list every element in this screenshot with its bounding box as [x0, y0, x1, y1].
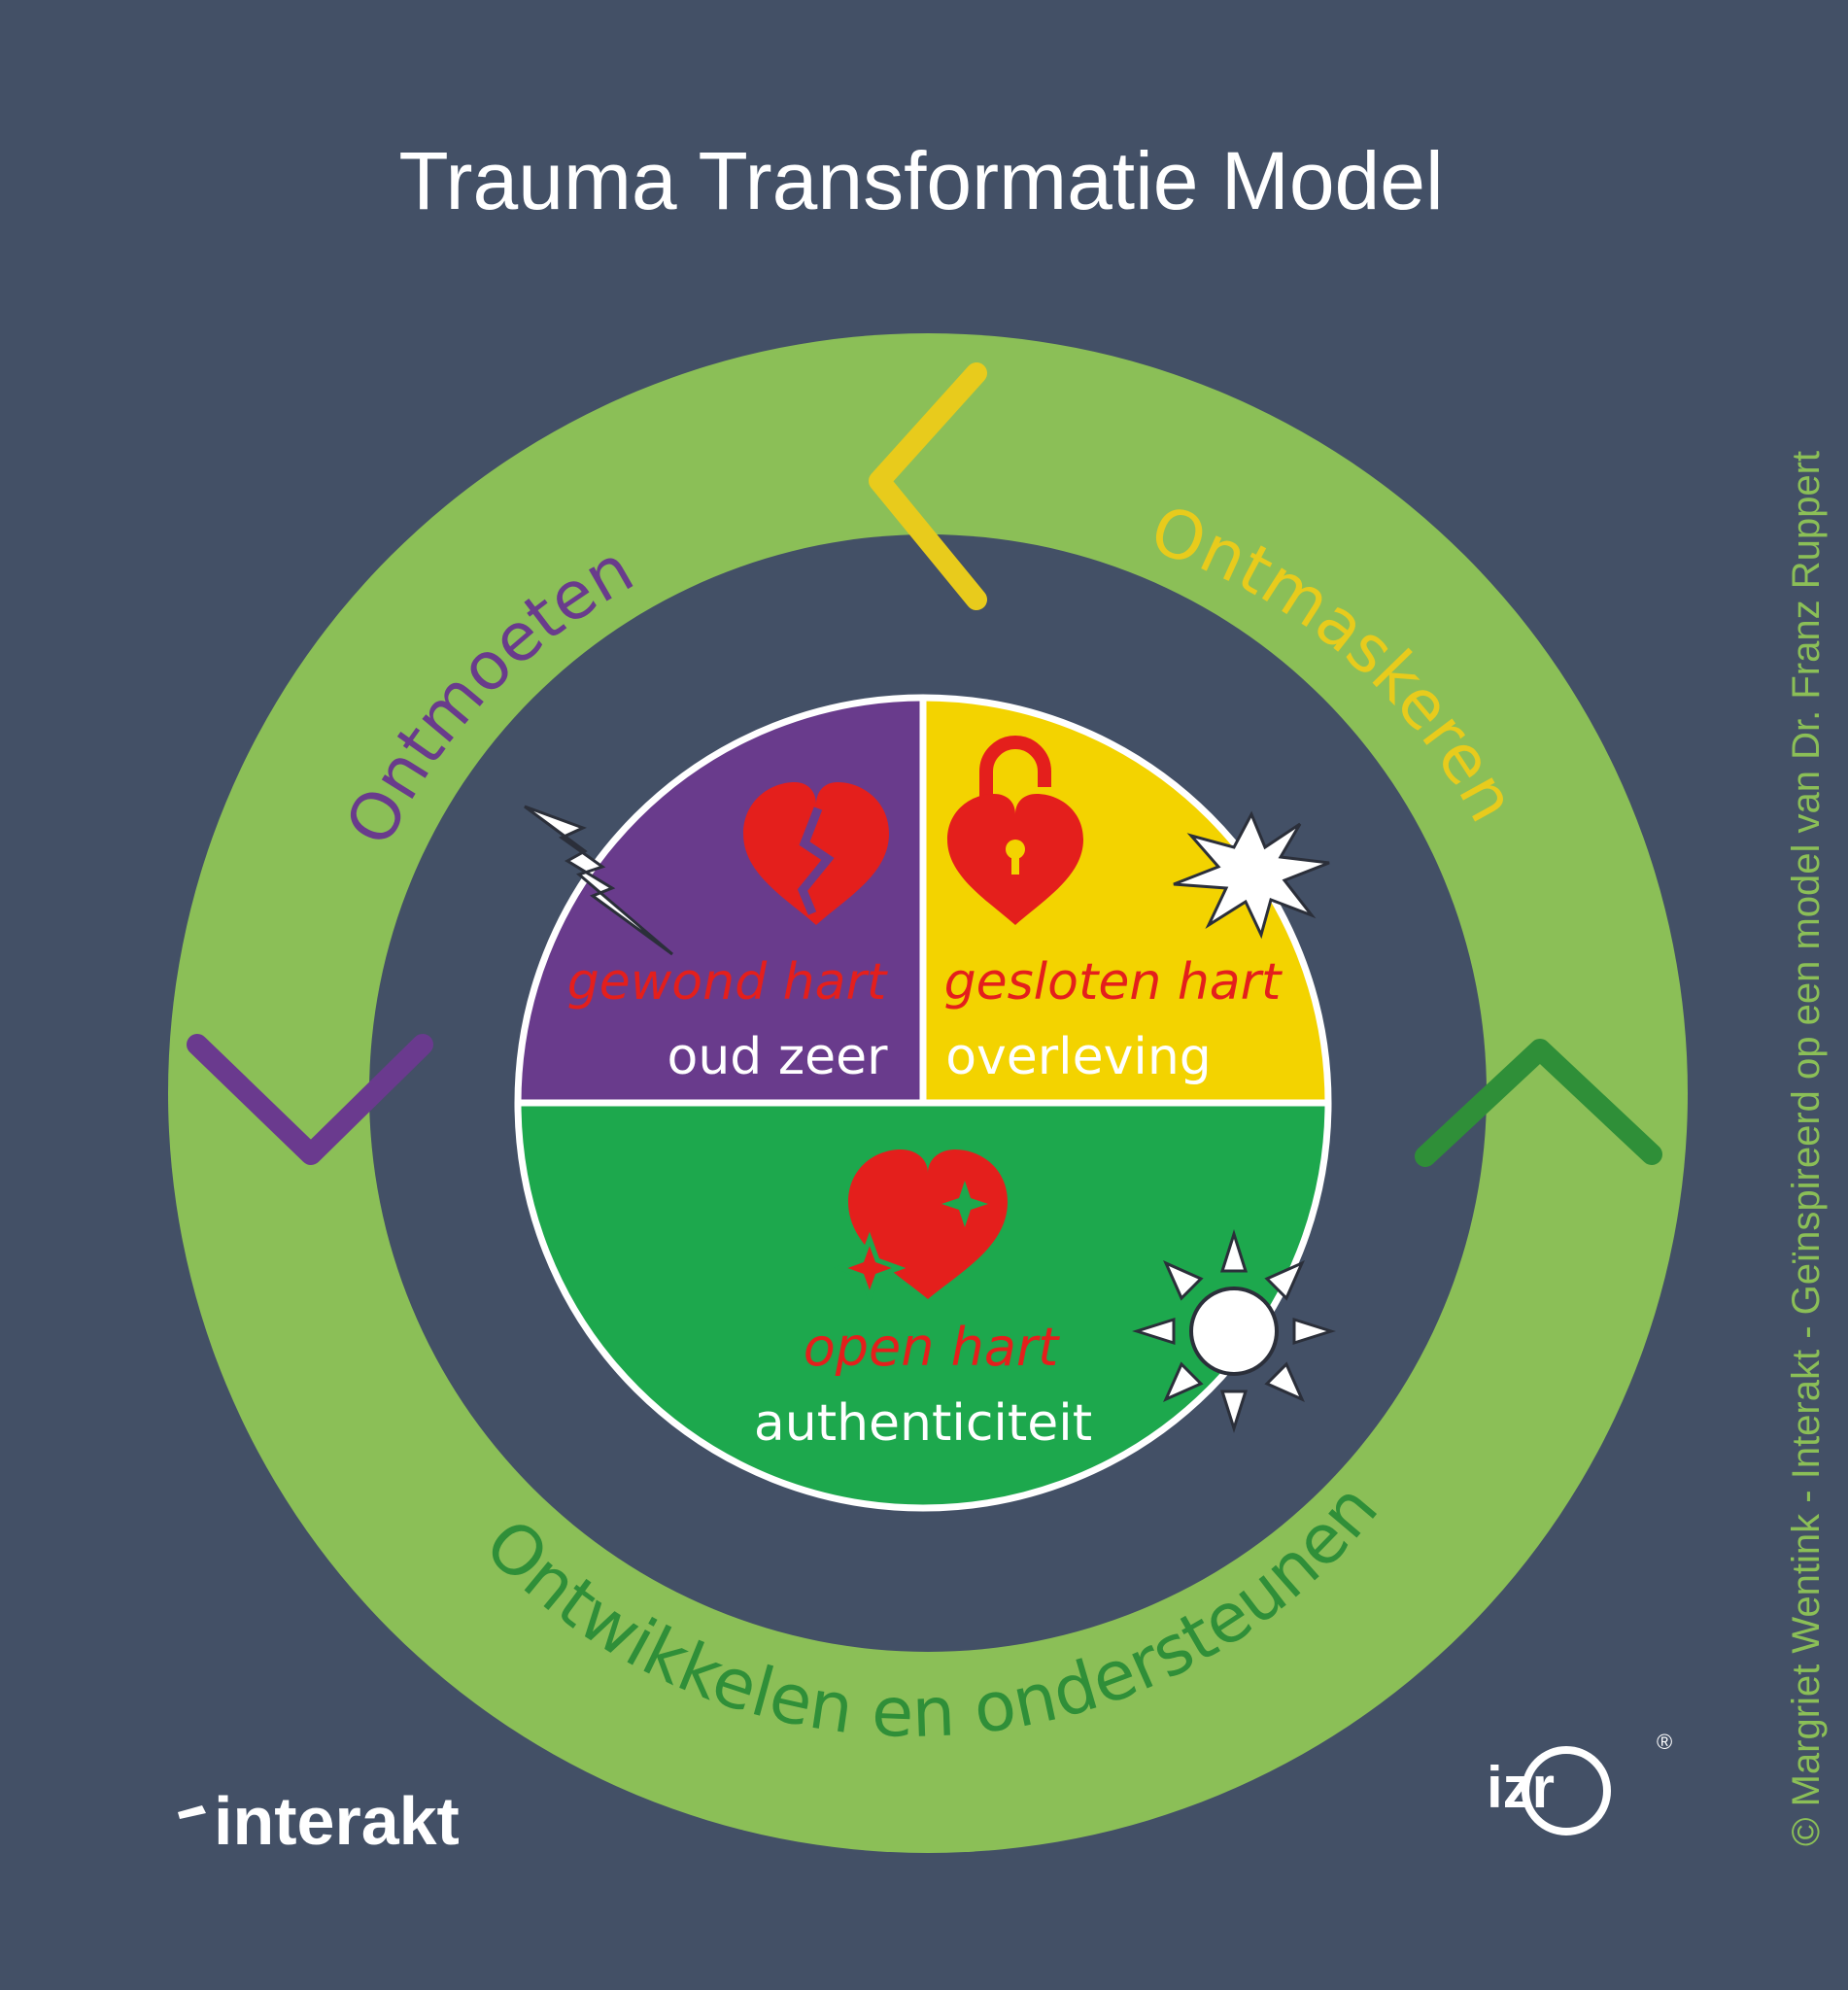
sun-icon — [1132, 1229, 1336, 1433]
copyright-notice: © Margriet Wentink - Interakt - Geïnspir… — [1785, 451, 1828, 1846]
label-open-hart: open hart — [804, 1317, 1060, 1378]
arrow-chevron-yellow — [869, 362, 987, 610]
locked-heart-icon — [947, 736, 1083, 925]
sparkling-heart-icon — [833, 1149, 1008, 1305]
interakt-logo: interakt — [178, 1783, 460, 1859]
quadrant-open — [518, 1103, 1328, 1508]
heart-disc — [514, 694, 1332, 1512]
label-gewond-hart: gewond hart — [567, 953, 888, 1012]
arrow-chevron-purple — [187, 1034, 433, 1165]
interakt-logo-mark — [178, 1805, 206, 1819]
label-overleving: overleving — [945, 1028, 1212, 1086]
label-gesloten-hart: gesloten hart — [944, 953, 1283, 1012]
izr-logo: izr ® — [1487, 1730, 1672, 1836]
page-title: Trauma Transformatie Model — [398, 135, 1443, 226]
label-authenticiteit: authenticiteit — [754, 1394, 1092, 1453]
izr-registered-mark: ® — [1657, 1730, 1672, 1754]
starburst-icon — [1173, 810, 1330, 940]
izr-logo-circle — [1522, 1746, 1611, 1836]
arrow-chevron-green — [1415, 1039, 1662, 1167]
label-oud-zeer: oud zeer — [667, 1028, 889, 1086]
interakt-logo-text: interakt — [214, 1783, 460, 1859]
broken-heart-icon — [743, 782, 889, 925]
lightning-bolt-icon — [524, 805, 673, 956]
izr-logo-text: izr — [1487, 1755, 1555, 1820]
